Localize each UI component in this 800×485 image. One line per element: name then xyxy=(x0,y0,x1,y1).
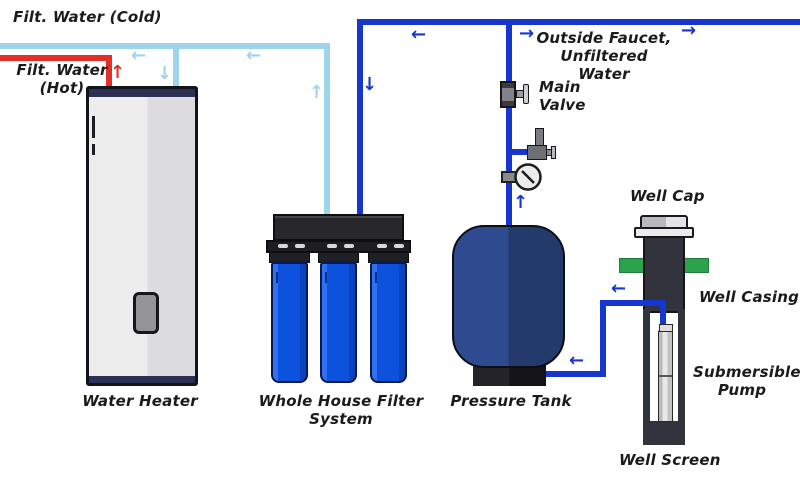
flow-arrow-right-icon: → xyxy=(519,23,535,44)
flow-arrow-down-icon: ↓ xyxy=(157,63,173,84)
flow-arrow-left-icon: ← xyxy=(569,350,585,371)
label-well-cap: Well Cap xyxy=(630,187,705,205)
well-drop-pipe xyxy=(660,300,666,330)
well-casing-wall-right xyxy=(678,309,685,445)
label-outside-faucet-line2: Unfiltered Water xyxy=(560,47,648,83)
flow-arrow-left-icon: ← xyxy=(611,278,627,299)
water-heater-bottom-band xyxy=(89,376,195,383)
tank-inlet-pipe xyxy=(544,371,606,377)
well-pitless-adapter-left xyxy=(619,258,644,273)
well-casing-wall-left xyxy=(643,309,650,445)
filter-manifold-block xyxy=(273,214,404,241)
flow-arrow-up-icon: ↑ xyxy=(110,62,126,83)
well-riser-pipe xyxy=(600,300,606,377)
pressure-tank-base xyxy=(473,365,546,386)
main-valve-body xyxy=(500,81,516,108)
flow-arrow-up-icon: ↑ xyxy=(309,82,325,103)
label-filtered-water-hot-line1: Filt. Water xyxy=(16,61,108,79)
label-well-casing: Well Casing xyxy=(699,288,800,306)
label-well-screen: Well Screen xyxy=(619,451,721,469)
flow-arrow-left-icon: ← xyxy=(411,24,427,45)
label-pressure-tank: Pressure Tank xyxy=(450,392,572,410)
label-filter-system: Whole House Filter System xyxy=(258,392,424,428)
filtered-cold-pipe-from-filter xyxy=(324,43,330,214)
unfiltered-pipe-into-filter xyxy=(357,19,363,214)
filter-bar-slot xyxy=(278,244,288,248)
label-filtered-water-hot: Filt. Water (Hot) xyxy=(9,61,115,97)
filter-canister xyxy=(320,262,357,383)
well-pitless-adapter-right xyxy=(684,258,709,273)
filter-bar-slot xyxy=(394,244,404,248)
label-main-valve-line2: Valve xyxy=(539,96,586,114)
label-submersible-pump: Submersible Pump xyxy=(693,363,800,399)
label-filtered-water-hot-line2: (Hot) xyxy=(39,79,85,97)
label-water-heater: Water Heater xyxy=(82,392,198,410)
label-outside-faucet-line1: Outside Faucet, xyxy=(536,29,672,47)
main-valve-handle xyxy=(523,84,529,104)
label-main-valve-line1: Main xyxy=(539,78,581,96)
water-heater-control-panel xyxy=(133,292,159,334)
flow-arrow-right-icon: → xyxy=(681,20,697,41)
hot-pipe-from-heater xyxy=(106,55,112,88)
water-heater-seam-detail xyxy=(92,116,95,138)
unfiltered-pipe-top-horizontal xyxy=(357,19,800,25)
well-horizontal-pipe xyxy=(600,300,666,306)
canister-highlight xyxy=(325,272,327,283)
water-heater-top-band xyxy=(89,89,195,97)
drain-valve-connector-pipe xyxy=(510,149,529,155)
label-filtered-water-cold: Filt. Water (Cold) xyxy=(13,8,162,26)
pressure-gauge-icon xyxy=(501,163,542,191)
filter-bar-slot xyxy=(327,244,337,248)
drain-valve-body xyxy=(527,145,547,160)
hot-pipe-horizontal xyxy=(0,55,112,61)
flow-arrow-down-icon: ↓ xyxy=(362,74,378,95)
label-submersible-pump-line2: Pump xyxy=(717,381,767,399)
water-heater xyxy=(86,86,198,386)
flow-arrow-left-icon: ← xyxy=(131,45,147,66)
canister-highlight xyxy=(276,272,278,283)
canister-highlight xyxy=(375,272,377,283)
filter-bar-slot xyxy=(344,244,354,248)
pump-seam xyxy=(659,375,672,377)
label-main-valve: Main Valve xyxy=(539,78,586,114)
flow-arrow-left-icon: ← xyxy=(246,45,262,66)
drain-valve-outlet-cap xyxy=(551,146,556,159)
filtered-cold-pipe-horizontal xyxy=(0,43,330,49)
well-screen-section xyxy=(643,421,685,445)
unfiltered-pipe-tank-riser xyxy=(506,19,512,226)
pressure-tank xyxy=(452,225,565,368)
submersible-pump xyxy=(658,330,673,422)
filter-canister xyxy=(370,262,407,383)
filter-bar-slot xyxy=(377,244,387,248)
water-heater-seam-detail xyxy=(92,144,95,155)
label-submersible-pump-line1: Submersible xyxy=(693,363,800,381)
filter-bar-slot xyxy=(295,244,305,248)
label-outside-faucet: Outside Faucet, Unfiltered Water xyxy=(536,29,672,83)
filter-canister xyxy=(271,262,308,383)
cold-branch-into-heater xyxy=(173,43,179,88)
pump-pipe-connector xyxy=(659,324,673,332)
flow-arrow-up-icon: ↑ xyxy=(513,192,529,213)
